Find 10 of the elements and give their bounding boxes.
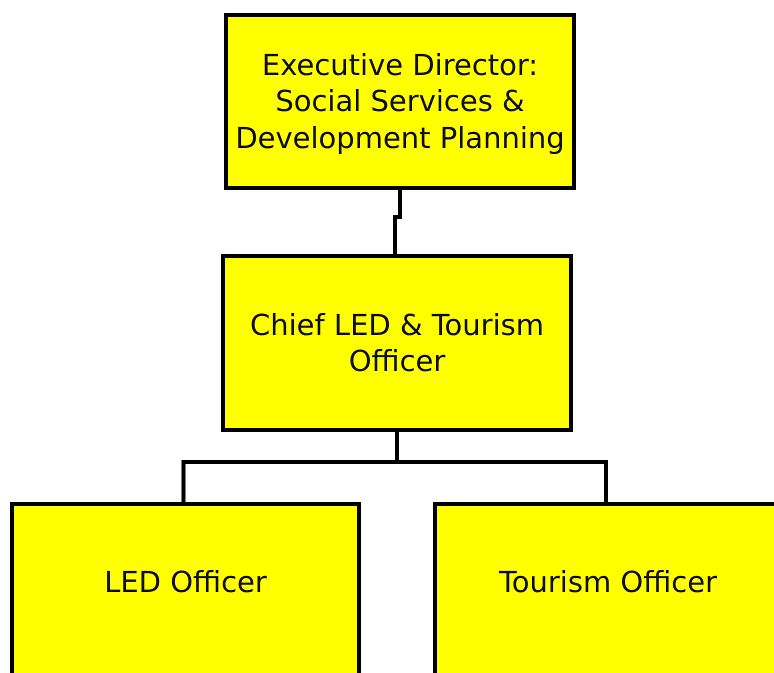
position-title: Tourism Officer [498,564,718,600]
org-chart-box [221,254,573,432]
position-title: LED Officer [103,564,268,600]
connector-line [393,190,402,254]
position-title: Executive Director: Social Services & Development Planning [234,47,566,156]
org-chart-box [224,13,576,190]
position-title: Chief LED & Tourism Officer [248,306,546,380]
org-chart-box [433,502,774,673]
connector-line [395,432,608,502]
org-chart-box [10,502,361,673]
